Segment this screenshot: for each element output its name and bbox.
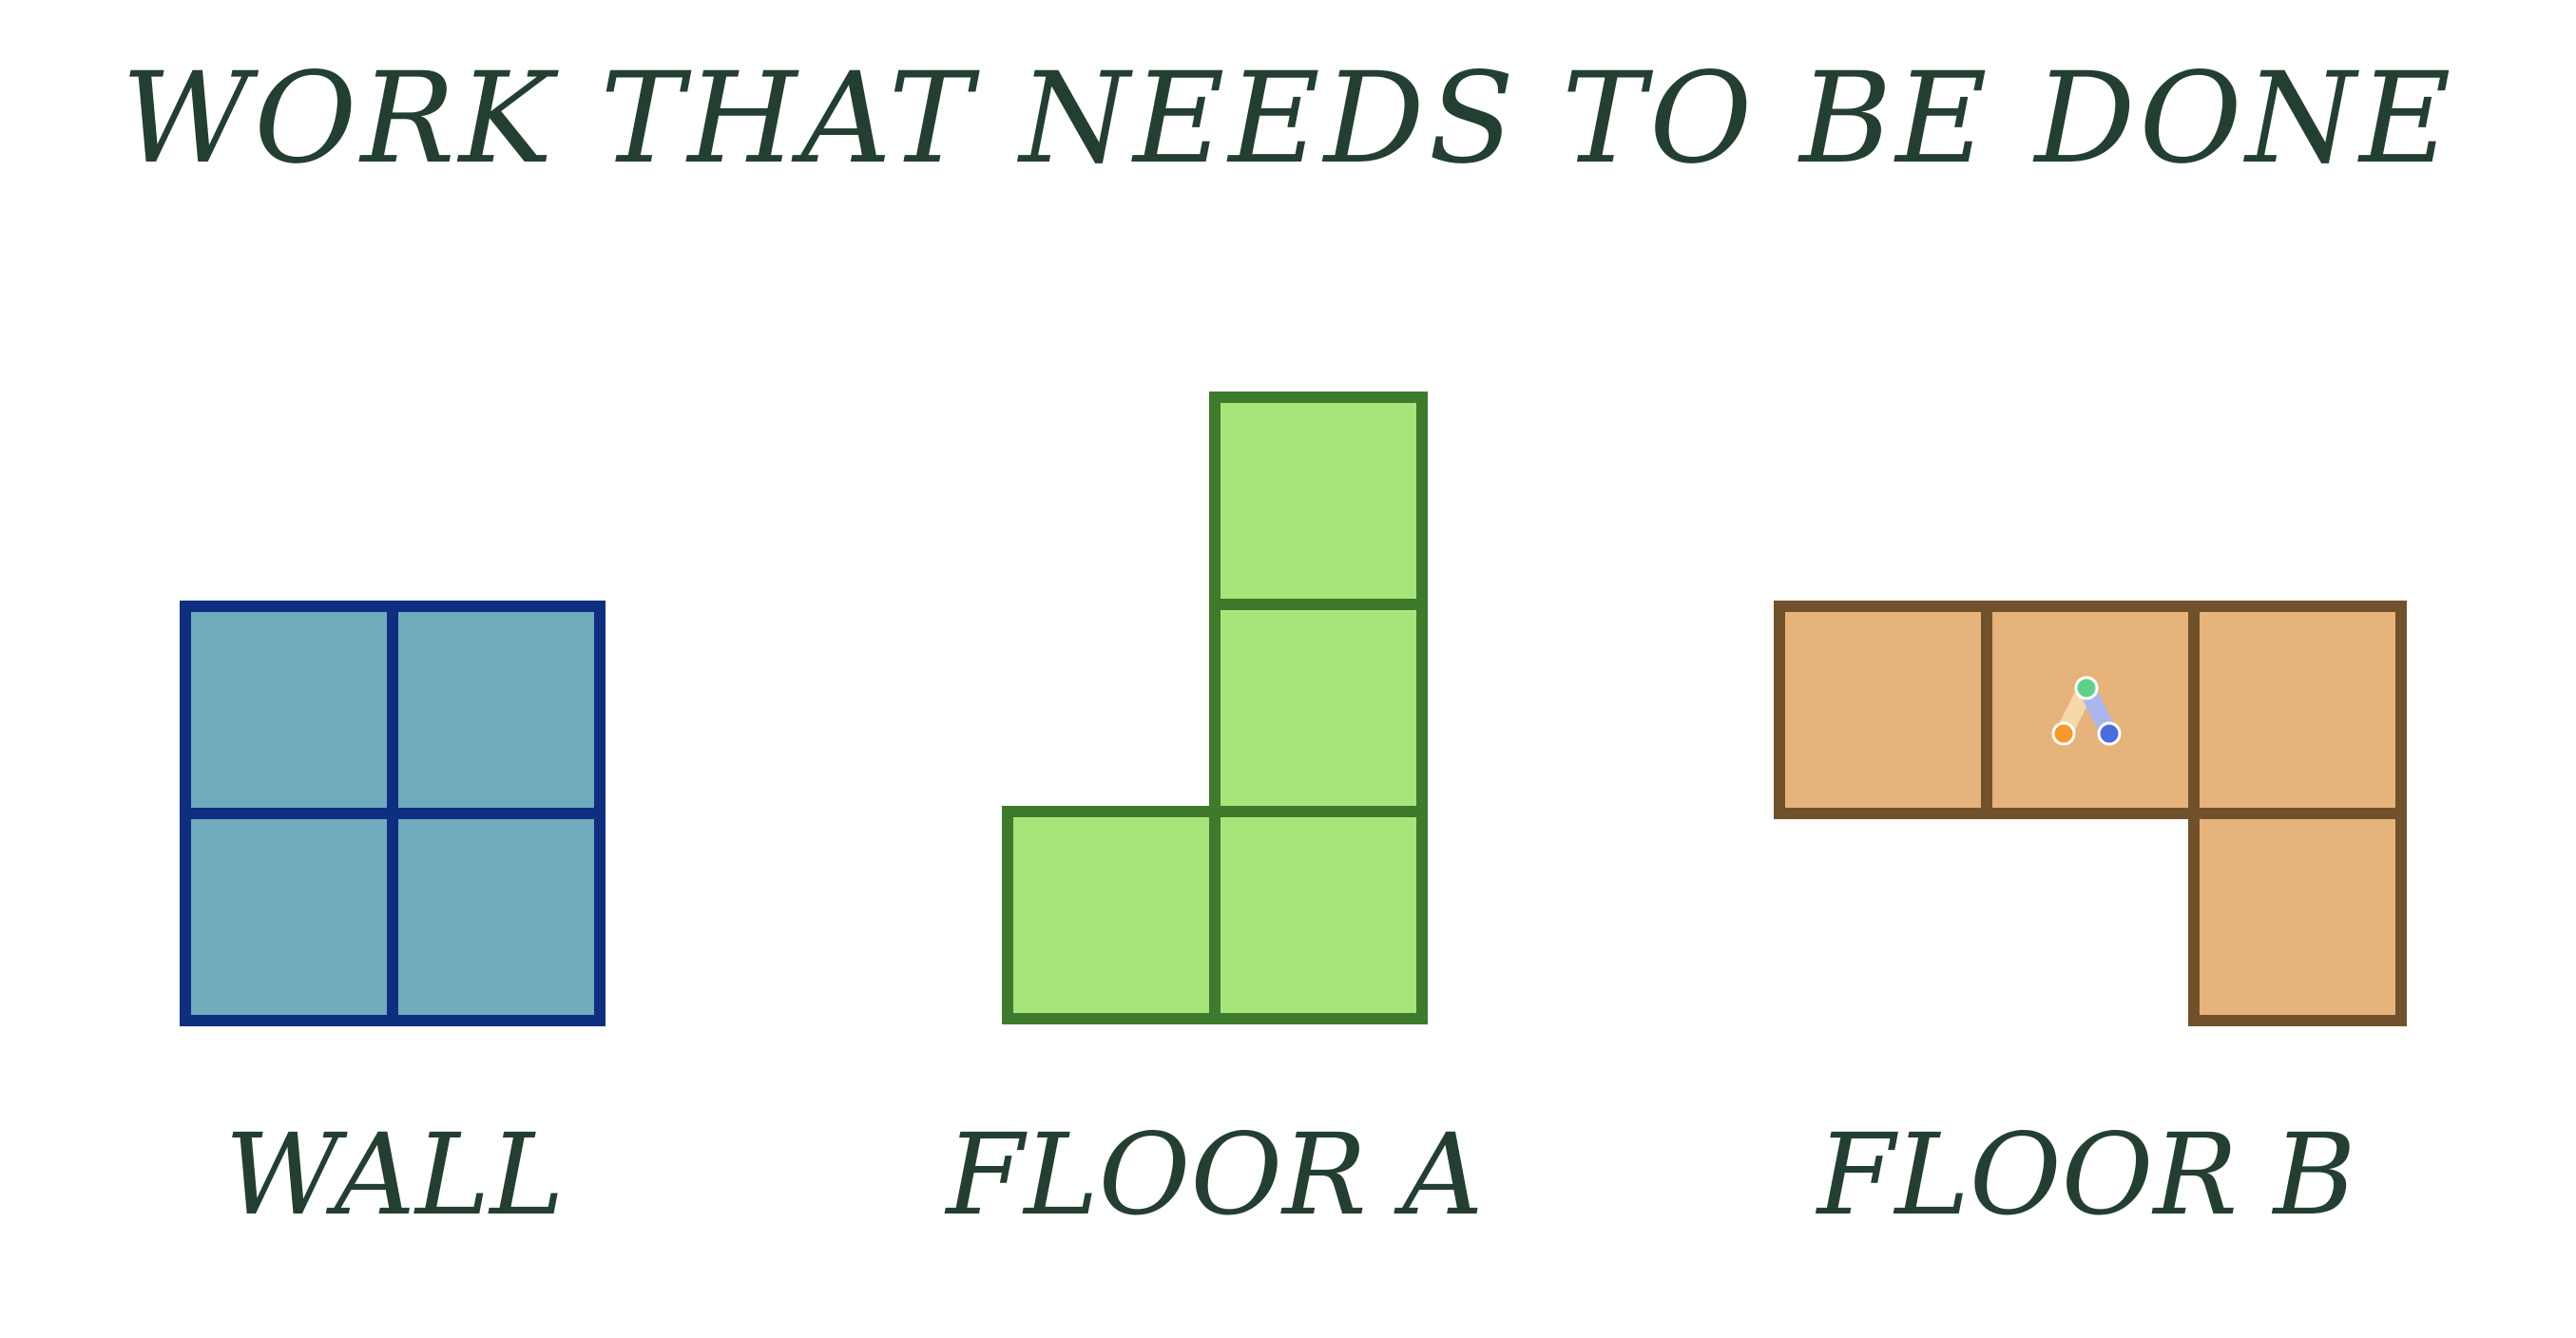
wall-label: Wall xyxy=(224,1109,565,1240)
floor-b-label: Floor B xyxy=(1817,1109,2356,1240)
floor-a-label: Floor A xyxy=(946,1109,1484,1240)
wall-tile xyxy=(387,808,606,1026)
wall-tile xyxy=(180,808,398,1026)
floor-a-shape xyxy=(1002,392,1428,1024)
wall-tile xyxy=(180,601,398,819)
app-logo-icon xyxy=(2051,676,2122,746)
floor-a-tile xyxy=(1002,806,1221,1024)
floor-b-shape xyxy=(1774,601,2407,1026)
floor-b-tile xyxy=(1774,601,1992,819)
floor-a-tile xyxy=(1209,392,1428,610)
floor-a-tile xyxy=(1209,806,1428,1024)
wall-tile xyxy=(387,601,606,819)
floor-b-tile xyxy=(2188,808,2407,1026)
page-title: Work that needs to be done xyxy=(121,46,2455,192)
floor-a-tile xyxy=(1209,599,1428,817)
floor-b-tile xyxy=(2188,601,2407,819)
wall-shape xyxy=(180,601,606,1026)
